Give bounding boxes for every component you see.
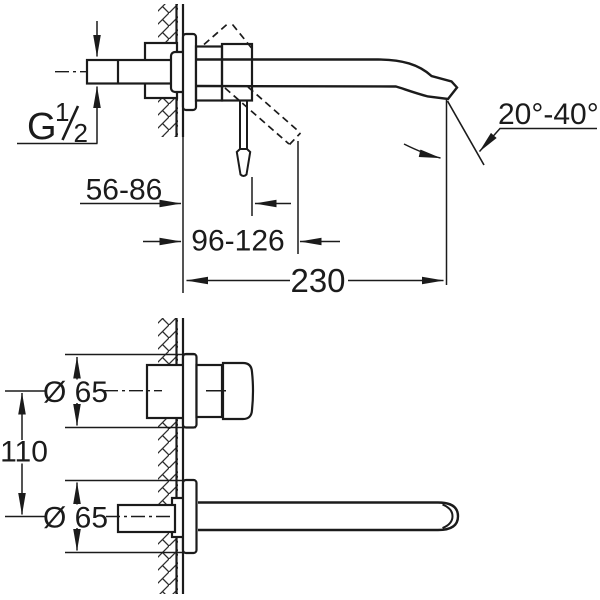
wall-flange: [181, 32, 198, 112]
valve-escutcheon: [181, 352, 198, 429]
dim-vertical-spacing: 110: [0, 390, 48, 518]
thread-label-prefix: G: [27, 106, 57, 148]
spout-escutcheon: [181, 478, 198, 555]
thread-label-denominator: 2: [74, 118, 88, 148]
dim-diameter-bottom: Ø 65: [43, 479, 183, 554]
dim-diameter-top: Ø 65: [43, 353, 196, 429]
valve-cap: [221, 361, 255, 421]
vertical-distance-label: 110: [0, 436, 48, 469]
top-diameter-label: Ø 65: [43, 376, 108, 409]
dim-spout-reach: 230: [186, 100, 448, 299]
spout-reach-label: 230: [290, 262, 345, 299]
wall-depth-label: 56-86: [86, 174, 163, 207]
handle-lever: [235, 148, 252, 177]
bottom-diameter-label: Ø 65: [43, 502, 108, 535]
dim-wall-depth: 56-86: [80, 174, 291, 216]
handle-reach-label: 96-126: [191, 225, 284, 258]
handle-position-up-dashed: [203, 22, 253, 50]
spout-tube: [198, 501, 460, 532]
angle-reference-line: [446, 100, 485, 166]
spout-angle-label: 20°-40°: [498, 98, 599, 131]
handle-position-forward-dashed: [224, 86, 302, 146]
handle-stem: [239, 100, 248, 149]
spout-tube-end-arc: [442, 503, 454, 529]
spout-supply-pipe: [116, 503, 177, 534]
dim-thread: G 1 2: [17, 21, 101, 148]
thread-label-numerator: 1: [55, 97, 69, 127]
concealed-mounting-box: [145, 363, 186, 420]
mixer-cap: [220, 42, 254, 102]
side-elevation-view: [55, 4, 459, 293]
fraction-slash: [61, 105, 80, 141]
dim-spout-angle: 20°-40°: [403, 98, 599, 166]
rotation-arc-arrow: [403, 143, 441, 159]
spout: [196, 58, 459, 101]
supply-pipe: [85, 58, 174, 85]
dim-handle-reach: 96-126: [143, 141, 340, 258]
angle-leader-line: [478, 127, 597, 152]
